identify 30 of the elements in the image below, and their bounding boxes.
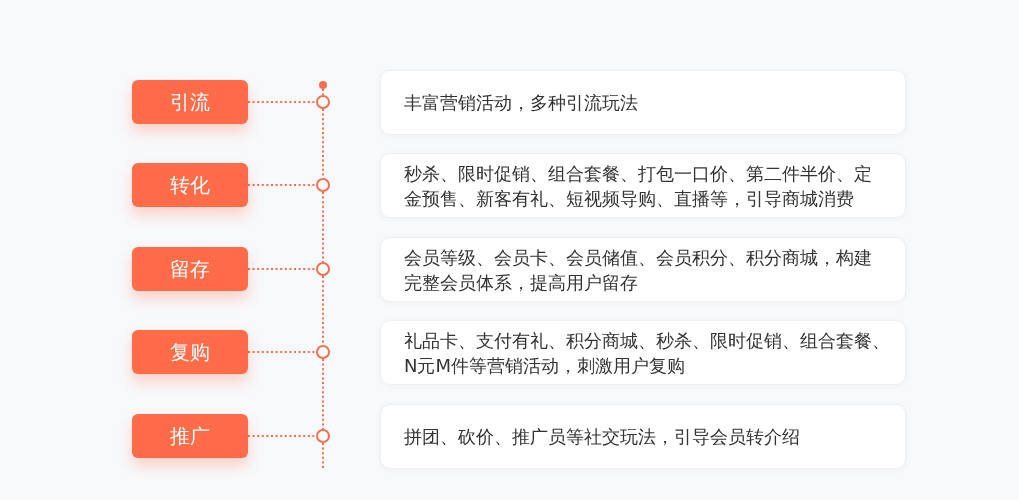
stage-box [132,247,248,291]
stage-label: 推广 [170,423,210,449]
timeline-ring-icon [316,178,330,192]
dotted-line [247,268,317,270]
stage-box [132,414,248,458]
timeline-ring-icon [316,262,330,276]
dotted-line [247,184,317,186]
timeline-dot-icon [319,81,327,89]
dotted-line [247,351,317,353]
stage-label: 引流 [170,89,210,115]
timeline-ring-icon [316,345,330,359]
timeline-line [322,191,324,263]
stage-box [132,330,248,374]
stage-box [132,163,248,207]
stage-label: 转化 [170,172,210,198]
dotted-line [247,435,317,437]
stage-box [132,80,248,124]
description-text: 丰富营销活动，多种引流玩法 [404,91,638,115]
timeline-line [322,442,324,469]
stage-label: 留存 [170,256,210,282]
description-text: 会员等级、会员卡、会员储值、会员积分、积分商城，构建完整会员体系，提高用户留存 [404,245,873,295]
stage-label: 复购 [170,339,210,365]
timeline-ring-icon [316,95,330,109]
dotted-line [247,101,317,103]
timeline-line [322,88,324,96]
timeline-ring-icon [316,429,330,443]
description-text: 礼品卡、支付有礼、积分商城、秒杀、限时促销、组合套餐、N元M件等营销活动，刺激用户复购 [404,328,891,378]
description-text: 拼团、砍价、推广员等社交玩法，引导会员转介绍 [404,425,800,449]
timeline-line [322,358,324,430]
description-text: 秒杀、限时促销、组合套餐、打包一口价、第二件半价、定金预售、新客有礼、短视频导购、直播等，引导商城消费 [404,161,873,211]
